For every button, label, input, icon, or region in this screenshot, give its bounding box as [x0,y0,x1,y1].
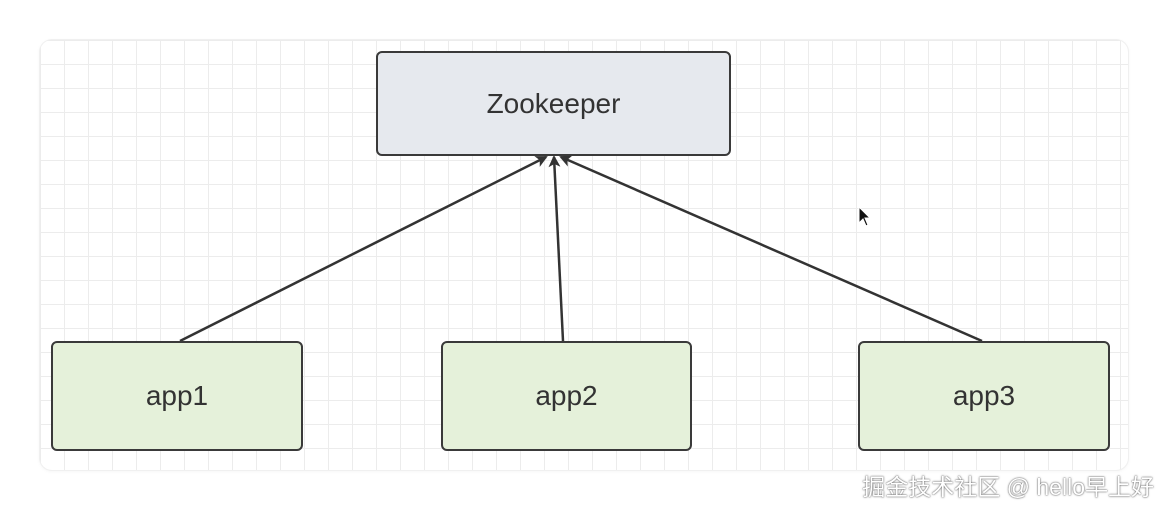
edge-app2-to-zookeeper [548,155,565,342]
app2-node-label: app2 [535,380,598,411]
app3-node[interactable]: app3 [858,341,1110,451]
edge-app3-to-zookeeper [559,155,983,343]
app1-node-label: app1 [145,380,209,411]
edge-app1-to-zookeeper [179,155,548,343]
app2-node[interactable]: app2 [441,341,692,451]
app1-node[interactable]: app1 [51,341,303,451]
zookeeper-node[interactable]: Zookeeper [376,51,731,156]
zookeeper-node-label: Zookeeper [486,87,621,119]
watermark-text: 掘金技术社区 @ hello早上好 [862,474,1154,500]
app3-node-label: app3 [952,380,1016,411]
mouse-pointer-icon [858,206,872,227]
